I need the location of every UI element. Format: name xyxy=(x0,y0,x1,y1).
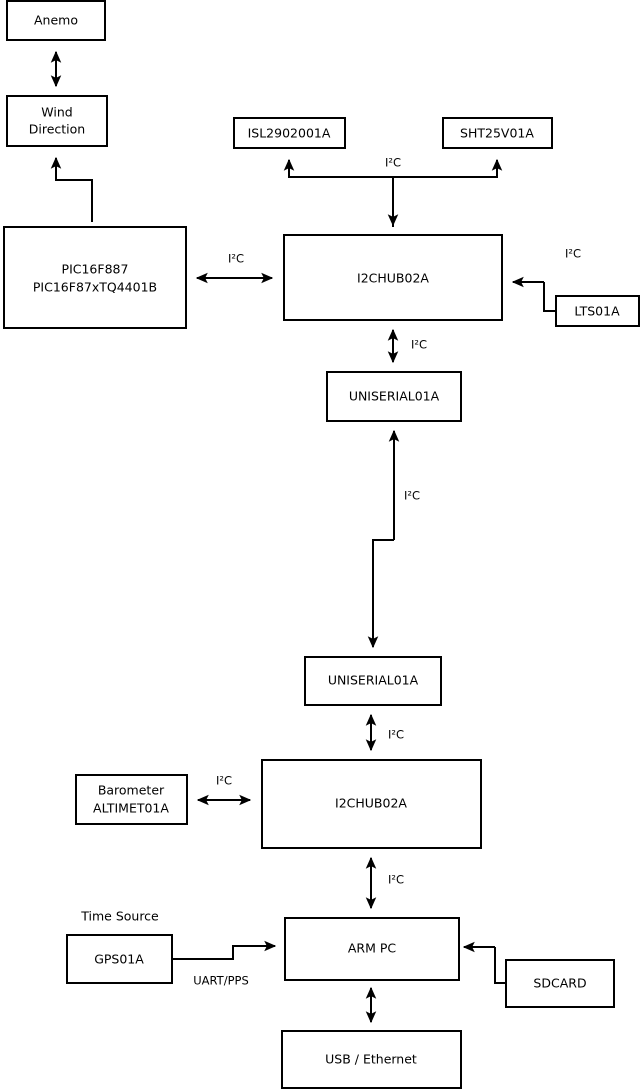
edge-label-pic-hubtop: I²C xyxy=(228,252,244,266)
edge-uniserial-link-down xyxy=(367,539,394,649)
node-wind-direction-label-line2: Direction xyxy=(29,122,85,137)
edge-gps-armpc xyxy=(172,940,277,960)
node-i2chub02a-bottom[interactable] xyxy=(261,759,482,849)
edge-label-uniserial-hubbottom: I²C xyxy=(388,728,404,742)
node-arm-pc-label: ARM PC xyxy=(348,941,397,956)
node-isl2902001a-label: ISL2902001A xyxy=(248,126,331,141)
edge-label-sensors-hubtop: I²C xyxy=(385,156,401,170)
node-barometer-altimet01a[interactable] xyxy=(75,774,188,825)
node-i2chub02a-bottom-label: I2CHUB02A xyxy=(335,796,407,811)
label-time-source: Time Source xyxy=(80,909,159,924)
node-pic-label-line2: PIC16F87xTQ4401B xyxy=(33,280,157,295)
node-wind-direction-label-line1: Wind xyxy=(41,105,72,120)
node-lts01a-label: LTS01A xyxy=(574,304,620,319)
node-uniserial01a-bottom[interactable] xyxy=(304,656,442,706)
node-wind-direction[interactable] xyxy=(6,95,108,147)
node-pic-label-line1: PIC16F887 xyxy=(62,262,129,277)
node-uniserial01a-bottom-label: UNISERIAL01A xyxy=(328,673,419,688)
node-isl2902001a[interactable] xyxy=(233,117,346,149)
edge-label-barometer-hubbottom: I²C xyxy=(216,774,232,788)
node-usb-ethernet-label: USB / Ethernet xyxy=(325,1052,417,1067)
node-sdcard[interactable] xyxy=(505,959,615,1008)
node-usb-ethernet[interactable] xyxy=(281,1030,462,1089)
node-arm-pc[interactable] xyxy=(284,917,460,981)
node-i2chub02a-top[interactable] xyxy=(283,234,503,321)
node-lts01a[interactable] xyxy=(555,295,640,327)
edge-label-hubtop-uniserial: I²C xyxy=(411,338,427,352)
edge-hubtop-isl xyxy=(283,158,394,227)
node-gps01a[interactable] xyxy=(66,934,173,984)
edge-pic-wind xyxy=(50,156,93,222)
edge-label-uniserial-link: I²C xyxy=(404,489,420,503)
node-pic-microcontroller[interactable] xyxy=(3,226,187,329)
node-sht25v01a-label: SHT25V01A xyxy=(460,126,534,141)
node-uniserial01a-top[interactable] xyxy=(326,371,462,422)
node-sdcard-label: SDCARD xyxy=(533,976,586,991)
node-barometer-label-line2: ALTIMET01A xyxy=(93,801,169,816)
edge-label-gps-armpc: UART/PPS xyxy=(193,974,249,988)
node-anemo[interactable] xyxy=(6,0,106,41)
node-i2chub02a-top-label: I2CHUB02A xyxy=(357,271,429,286)
node-uniserial01a-top-label: UNISERIAL01A xyxy=(349,389,440,404)
edge-label-hubbottom-armpc: I²C xyxy=(388,873,404,887)
node-barometer-label-line1: Barometer xyxy=(98,783,165,798)
edge-label-hubtop-lts: I²C xyxy=(565,247,581,261)
node-sht25v01a[interactable] xyxy=(442,117,553,149)
node-gps01a-label: GPS01A xyxy=(94,952,144,967)
edge-hubtop-sht xyxy=(393,158,503,178)
node-anemo-label: Anemo xyxy=(34,13,78,28)
